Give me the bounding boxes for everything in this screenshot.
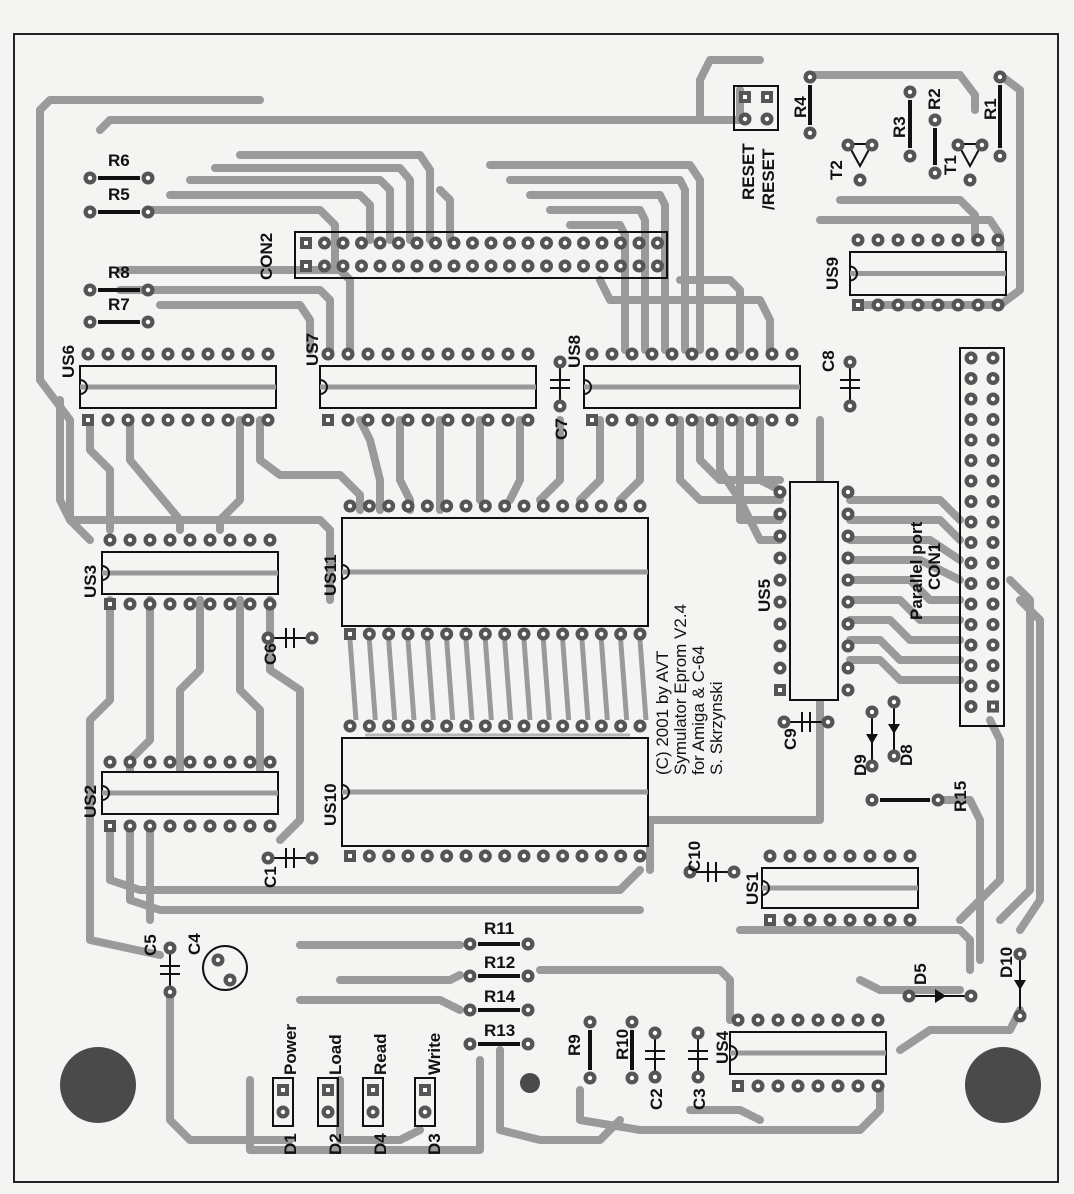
transistor-t2 [846,143,874,169]
ref-r2: R2 [925,88,944,110]
con1-header [959,347,1005,727]
ref-r8: R8 [108,263,130,282]
ref-r3: R3 [890,116,909,138]
credit-line-2: Symulator Eprom V2.4 [671,604,690,775]
ref-r14: R14 [484,987,516,1006]
ref-r10: R10 [613,1029,632,1060]
ref-c4: C4 [185,933,204,955]
ref-d3: D3 [425,1133,444,1155]
ref-us10: US10 [321,783,340,826]
ref-d9: D9 [851,754,870,776]
ic-us5 [789,481,839,701]
ref-us2: US2 [81,785,100,818]
led-d3 [414,1077,436,1127]
ref-us4: US4 [713,1030,732,1064]
ref-us8: US8 [565,335,584,368]
ref-d4: D4 [371,1133,390,1155]
led-write-label: Write [425,1033,444,1075]
con2-label: CON2 [257,233,276,280]
ref-r11: R11 [484,919,514,938]
ref-us7: US7 [303,333,322,366]
mount-hole-right [965,1047,1041,1123]
ref-t1: T1 [941,155,960,175]
ref-us6: US6 [59,345,78,378]
ref-d8: D8 [897,744,916,766]
reset-label: RESET [739,143,758,200]
mount-hole-left [60,1047,136,1123]
con2-header [294,231,668,279]
board-outline [13,33,1059,1183]
ref-us1: US1 [743,872,762,905]
ref-c6: C6 [261,643,280,665]
ref-c3: C3 [690,1088,709,1110]
nreset-label: /RESET [759,148,778,210]
led-load-label: Load [326,1034,345,1075]
ref-r6: R6 [108,151,130,170]
ref-d1: D1 [281,1133,300,1155]
led-power-label: Power [281,1024,300,1075]
ref-c2: C2 [647,1088,666,1110]
ref-c5: C5 [141,934,160,956]
ref-c10: C10 [685,841,704,872]
credits-block: (C) 2001 by AVT Symulator Eprom V2.4 for… [653,604,726,775]
con1-label: CON1 [925,543,944,590]
ref-d10: D10 [997,947,1016,978]
ref-r7: R7 [108,295,130,314]
ref-c7: C7 [552,418,571,440]
led-d2 [317,1077,339,1127]
ref-r4: R4 [791,96,810,118]
led-read-label: Read [371,1033,390,1075]
ref-r9: R9 [565,1034,584,1056]
parallel-port-label: Parallel port [907,521,926,620]
ref-us9: US9 [823,257,842,290]
ref-us3: US3 [81,565,100,598]
ref-c8: C8 [819,350,838,372]
copper-traces [36,56,1044,1154]
ref-r5: R5 [108,185,130,204]
led-d1 [272,1077,294,1127]
components [79,70,1027,1127]
credit-line-4: S. Skrzynski [707,681,726,775]
ref-d2: D2 [326,1133,345,1155]
ref-us11: US11 [321,554,340,596]
credit-line-3: for Amiga & C-64 [689,646,708,775]
ref-r1: R1 [981,98,1000,120]
ref-c1: C1 [261,866,280,888]
mount-hole-small [520,1073,540,1093]
ref-us5: US5 [755,579,774,612]
credit-line-1: (C) 2001 by AVT [653,651,672,775]
ref-r12: R12 [484,953,515,972]
ref-r13: R13 [484,1021,515,1040]
transistor-t1 [956,143,984,169]
led-d4 [362,1077,384,1127]
capacitor-electrolytic [202,945,248,991]
ref-t2: T2 [827,160,846,180]
ref-r15: R15 [951,781,970,812]
ref-d5: D5 [911,963,930,985]
reset-jumper[interactable] [733,85,779,131]
ref-c9: C9 [781,728,800,750]
